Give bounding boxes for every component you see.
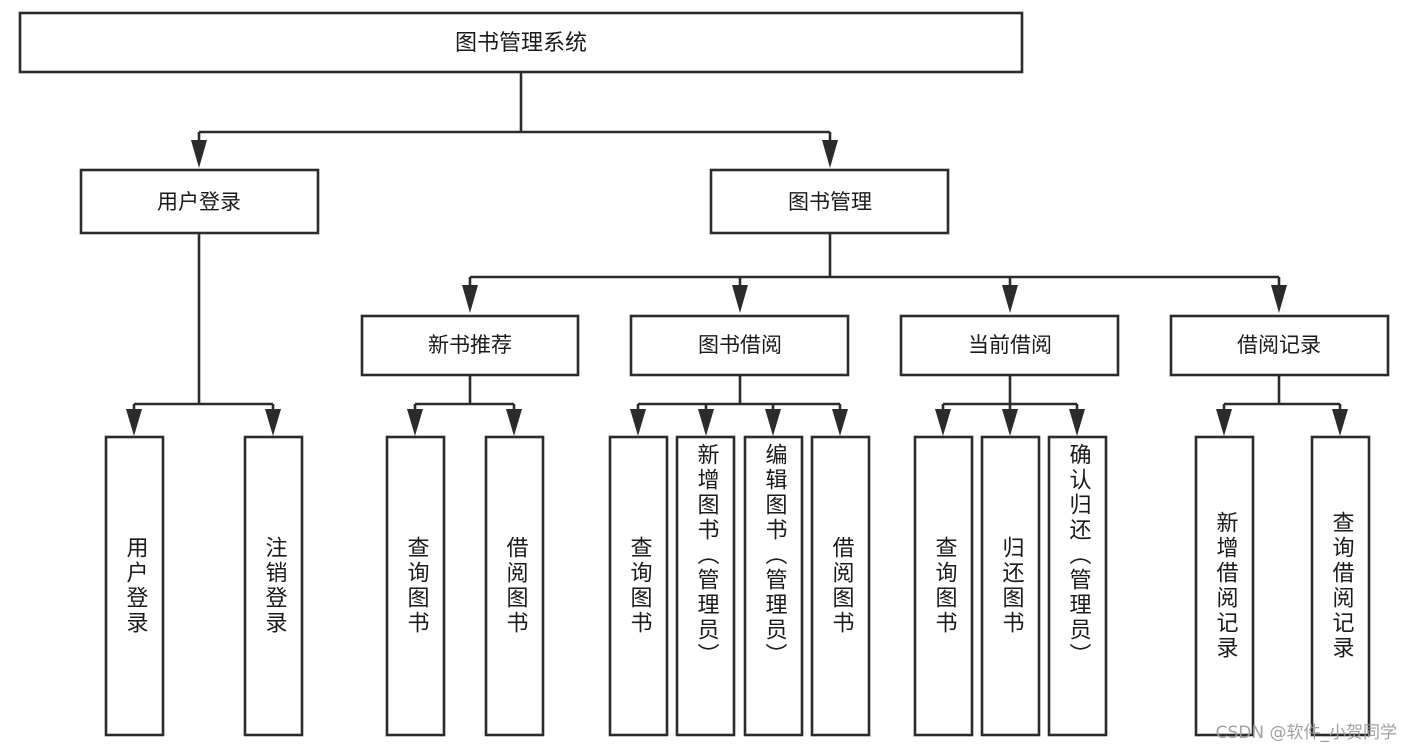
leaf-query-book-3-box[interactable] xyxy=(913,435,974,737)
node-new-book-recommend[interactable]: 新书推荐 xyxy=(360,314,580,377)
leaf-confirm-return-box[interactable] xyxy=(1047,435,1108,737)
leaf-add-record-box[interactable] xyxy=(1194,435,1255,737)
node-root-label: 图书管理系统 xyxy=(455,31,587,56)
arrow-head-current-borrow xyxy=(1002,285,1018,313)
arrow-head-book-borrow xyxy=(732,285,748,313)
node-book-management[interactable]: 图书管理 xyxy=(709,168,950,235)
node-new-book-recommend-label: 新书推荐 xyxy=(428,333,512,357)
connector-group-borrow-record xyxy=(1216,375,1348,436)
leaf-edit-book-box[interactable] xyxy=(743,435,804,737)
arrow-head-leaf-query-book-2 xyxy=(630,409,646,436)
node-user-login[interactable]: 用户登录 xyxy=(79,168,320,235)
node-borrow-record-label: 借阅记录 xyxy=(1237,333,1321,357)
connector-group-root xyxy=(191,72,838,168)
leaf-borrow-book-2-box[interactable] xyxy=(810,435,871,737)
arrow-head-leaf-return-book xyxy=(1002,409,1018,436)
node-borrow-record-box[interactable] xyxy=(1169,314,1390,377)
node-current-borrow[interactable]: 当前借阅 xyxy=(899,314,1120,377)
arrow-head-leaf-query-book-1 xyxy=(407,409,423,436)
node-user-login-box[interactable] xyxy=(79,168,320,235)
leaf-return-book-box[interactable] xyxy=(980,435,1041,737)
leaf-borrow-book-1-box[interactable] xyxy=(484,435,545,737)
arrow-head-leaf-user-login xyxy=(126,409,142,436)
arrow-head-borrow-record xyxy=(1271,285,1287,313)
node-new-book-recommend-box[interactable] xyxy=(360,314,580,377)
arrow-head-user-login xyxy=(191,140,207,168)
node-current-borrow-label: 当前借阅 xyxy=(968,333,1052,357)
node-root[interactable]: 图书管理系统 xyxy=(18,11,1024,74)
connector-group-new-book-recommend xyxy=(407,375,522,436)
arrow-head-new-book-recommend xyxy=(462,285,478,313)
connector-group-current-borrow xyxy=(935,375,1085,436)
arrow-head-book-management xyxy=(822,140,838,168)
arrow-head-leaf-add-record xyxy=(1216,409,1232,436)
node-book-borrow-box[interactable] xyxy=(629,314,850,377)
arrow-head-leaf-borrow-book-1 xyxy=(506,409,522,436)
leaf-add-book-box[interactable] xyxy=(675,435,736,737)
node-book-management-box[interactable] xyxy=(709,168,950,235)
leaf-logout-login-box[interactable] xyxy=(243,435,304,737)
arrow-head-leaf-edit-book xyxy=(765,409,781,436)
leaf-query-record-box[interactable] xyxy=(1310,435,1371,737)
leaf-user-login-box[interactable] xyxy=(104,435,165,737)
node-current-borrow-box[interactable] xyxy=(899,314,1120,377)
arrow-head-leaf-add-book xyxy=(698,409,714,436)
node-root-box[interactable] xyxy=(18,11,1024,74)
connector-group-user-login xyxy=(126,233,281,436)
node-book-borrow-label: 图书借阅 xyxy=(698,333,782,357)
leaf-query-book-1-box[interactable] xyxy=(385,435,446,737)
arrow-head-leaf-confirm-return xyxy=(1069,409,1085,436)
node-book-management-label: 图书管理 xyxy=(788,190,872,214)
node-book-borrow[interactable]: 图书借阅 xyxy=(629,314,850,377)
arrow-head-leaf-query-record xyxy=(1332,409,1348,436)
arrow-head-leaf-query-book-3 xyxy=(935,409,951,436)
leaf-query-book-2-box[interactable] xyxy=(608,435,669,737)
leaf-nodes-group xyxy=(104,435,1371,737)
csdn-watermark: CSDN @软件_小贺同学 xyxy=(1215,723,1397,743)
node-borrow-record[interactable]: 借阅记录 xyxy=(1169,314,1390,377)
connector-group-book-management xyxy=(462,233,1287,313)
connector-group-book-borrow xyxy=(630,375,848,436)
arrow-head-leaf-logout-login xyxy=(265,409,281,436)
node-user-login-label: 用户登录 xyxy=(157,190,241,214)
arrow-head-leaf-borrow-book-2 xyxy=(832,409,848,436)
